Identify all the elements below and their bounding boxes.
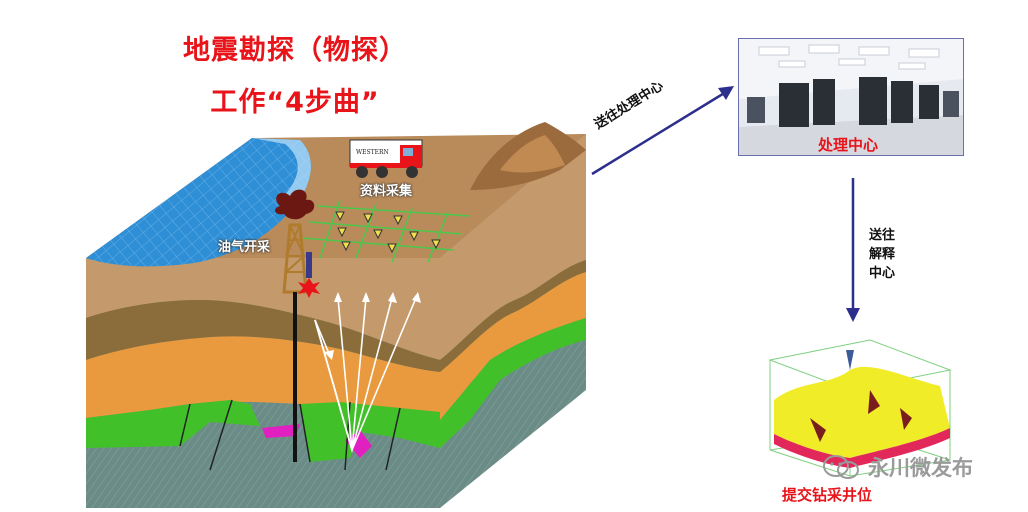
submit-well-location-label: 提交钻采井位 bbox=[782, 486, 873, 504]
geophone-grid bbox=[301, 199, 471, 263]
survey-truck-icon bbox=[349, 139, 423, 178]
wechat-icon bbox=[823, 455, 859, 479]
send-to-interpretation-line3: 中心 bbox=[868, 266, 895, 281]
data-collection-label: 资料采集 bbox=[360, 184, 413, 199]
layer-olive-front bbox=[86, 300, 440, 372]
oil-gas-production-label: 油气开采 bbox=[218, 240, 271, 255]
send-to-interpretation-label: 送往 解释 中心 bbox=[862, 226, 902, 283]
geophone-triangles bbox=[335, 211, 441, 254]
processing-center-label: 处理中心 bbox=[818, 136, 879, 154]
lake bbox=[86, 138, 311, 267]
shot-source-icon bbox=[298, 252, 320, 298]
seismic-rays bbox=[314, 297, 417, 454]
diagram-title-line2: 工作“4步曲” bbox=[210, 87, 380, 118]
layer-tan-front bbox=[86, 258, 440, 360]
layer-green-front bbox=[86, 400, 260, 448]
send-to-interpretation-line1: 送往 bbox=[868, 228, 895, 243]
processing-center-photo bbox=[738, 38, 964, 156]
ray-arrowheads bbox=[324, 292, 421, 360]
layer-orange-front bbox=[86, 336, 440, 420]
flow-arrows bbox=[591, 86, 860, 322]
send-to-interpretation-line2: 解释 bbox=[868, 247, 895, 262]
watermark-text: 永川微发布 bbox=[868, 456, 973, 480]
diagram-title-line1: 地震勘探（物探） bbox=[183, 35, 407, 66]
truck-text: WESTERN bbox=[356, 149, 389, 156]
